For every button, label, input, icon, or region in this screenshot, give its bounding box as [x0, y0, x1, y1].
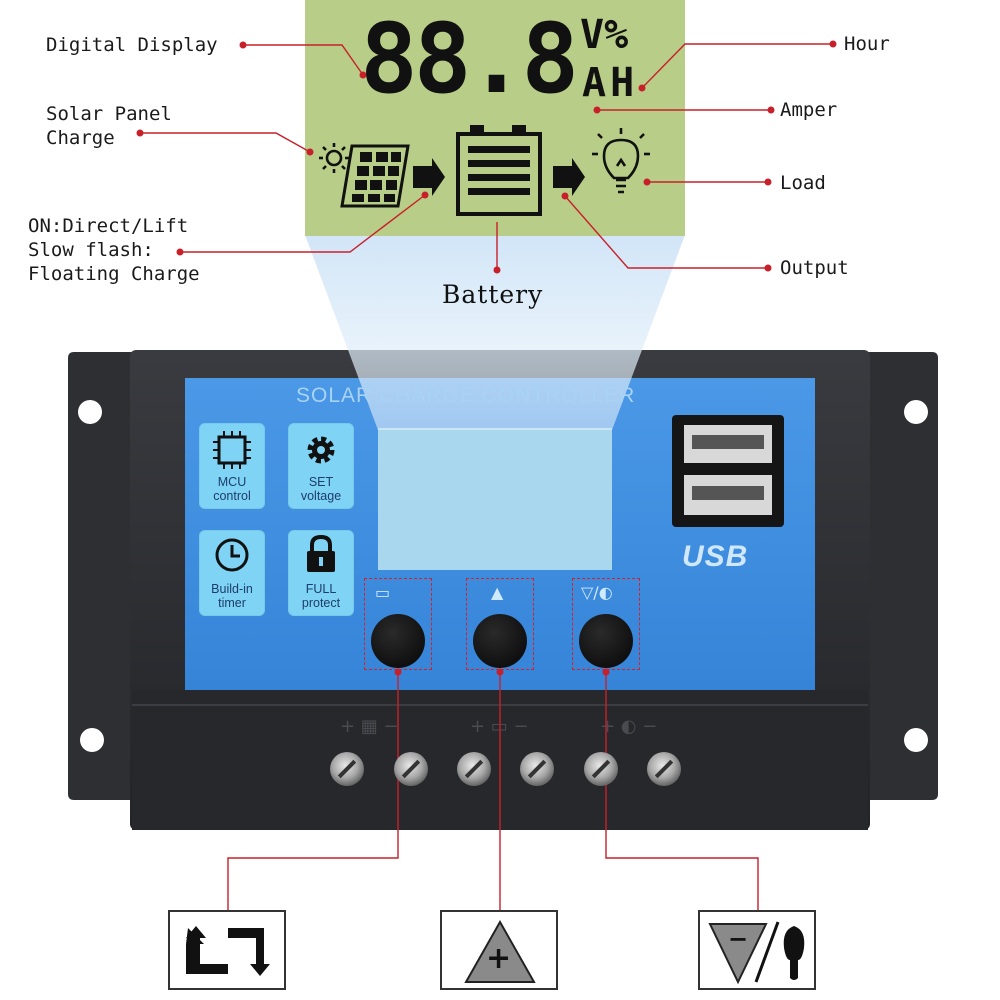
- feature-tile-timer: Build-in timer: [199, 530, 265, 616]
- solar-panel-icon: [340, 144, 410, 208]
- plus-sign: +: [486, 941, 512, 976]
- up-button[interactable]: [473, 614, 527, 668]
- svg-text:+ ◐ −: + ◐ −: [600, 716, 657, 737]
- sun-icon: [319, 143, 349, 173]
- feature-label-mcu: MCU control: [213, 475, 251, 503]
- label-digital-display: Digital Display: [46, 34, 218, 56]
- lcd-digits: 88.8: [360, 3, 579, 115]
- button-frame-up: ▲: [466, 578, 534, 670]
- menu-switch-icon: ▭: [375, 583, 391, 602]
- label-hour: Hour: [844, 33, 890, 55]
- panel-title: SOLAR CHARGE CONTROLLER: [296, 384, 636, 407]
- down-button[interactable]: [579, 614, 633, 668]
- button-frame-menu: ▭: [364, 578, 432, 670]
- menu-button[interactable]: [371, 614, 425, 668]
- mount-hole-icon: [904, 400, 928, 424]
- plus-up-icon: ▲: [491, 583, 504, 602]
- label-solar-panel-charge: Solar Panel Charge: [46, 103, 172, 149]
- minus-load-icon: ▽/◐: [581, 583, 613, 602]
- label-load: Load: [780, 172, 826, 194]
- minus-sign: −: [728, 925, 749, 953]
- clock-icon: [215, 538, 249, 572]
- terminal-screw-battery-negative: [520, 752, 554, 786]
- mount-hole-icon: [78, 400, 102, 424]
- terminal-screw-load-negative: [647, 752, 681, 786]
- feature-tile-set: SET voltage: [288, 423, 354, 509]
- lcd-units-bottom: AH: [582, 60, 639, 106]
- button-frame-down: ▽/◐: [572, 578, 640, 670]
- feature-tile-mcu: MCU control: [199, 423, 265, 509]
- legend-minus: −: [698, 910, 816, 990]
- terminal-screw-load-positive: [584, 752, 618, 786]
- terminal-screw-solar-negative: [394, 752, 428, 786]
- label-output: Output: [780, 257, 849, 279]
- lock-icon: [307, 534, 335, 572]
- feature-tile-protect: FULL protect: [288, 530, 354, 616]
- light-bulb-icon: [592, 128, 650, 194]
- output-arrow-icon: [553, 158, 585, 196]
- projection-beam: [305, 235, 685, 430]
- charge-arrow-icon: [413, 158, 445, 196]
- label-on-direct: ON:Direct/Lift Slow flash: Floating Char…: [28, 215, 200, 285]
- leader-dots: [136, 40, 837, 676]
- gear-icon: [307, 436, 335, 464]
- feature-label-timer: Build-in timer: [211, 582, 253, 610]
- legend-plus: +: [440, 910, 558, 990]
- plus-triangle-icon: [464, 920, 536, 983]
- feature-label-set: SET voltage: [300, 475, 342, 503]
- legend-cycle: [168, 910, 286, 990]
- battery-icon: [456, 125, 542, 216]
- cycle-arrows-icon: [186, 926, 270, 976]
- label-battery: Battery: [442, 280, 544, 309]
- lcd-units-top: V%: [580, 12, 629, 58]
- large-lcd-display: [305, 0, 685, 236]
- mount-hole-icon: [904, 728, 928, 752]
- usb-port-icon: [672, 415, 784, 527]
- mount-hole-icon: [80, 728, 104, 752]
- usb-label: USB: [682, 540, 749, 573]
- terminal-screw-battery-positive: [457, 752, 491, 786]
- svg-text:+ ▦ −: + ▦ −: [340, 716, 399, 737]
- minus-triangle-lamp-icon: [708, 921, 805, 984]
- terminal-screw-solar-positive: [330, 752, 364, 786]
- label-amper: Amper: [780, 99, 838, 121]
- chip-icon: [213, 431, 251, 469]
- device-lcd-window: [378, 428, 612, 570]
- feature-label-protect: FULL protect: [301, 582, 341, 610]
